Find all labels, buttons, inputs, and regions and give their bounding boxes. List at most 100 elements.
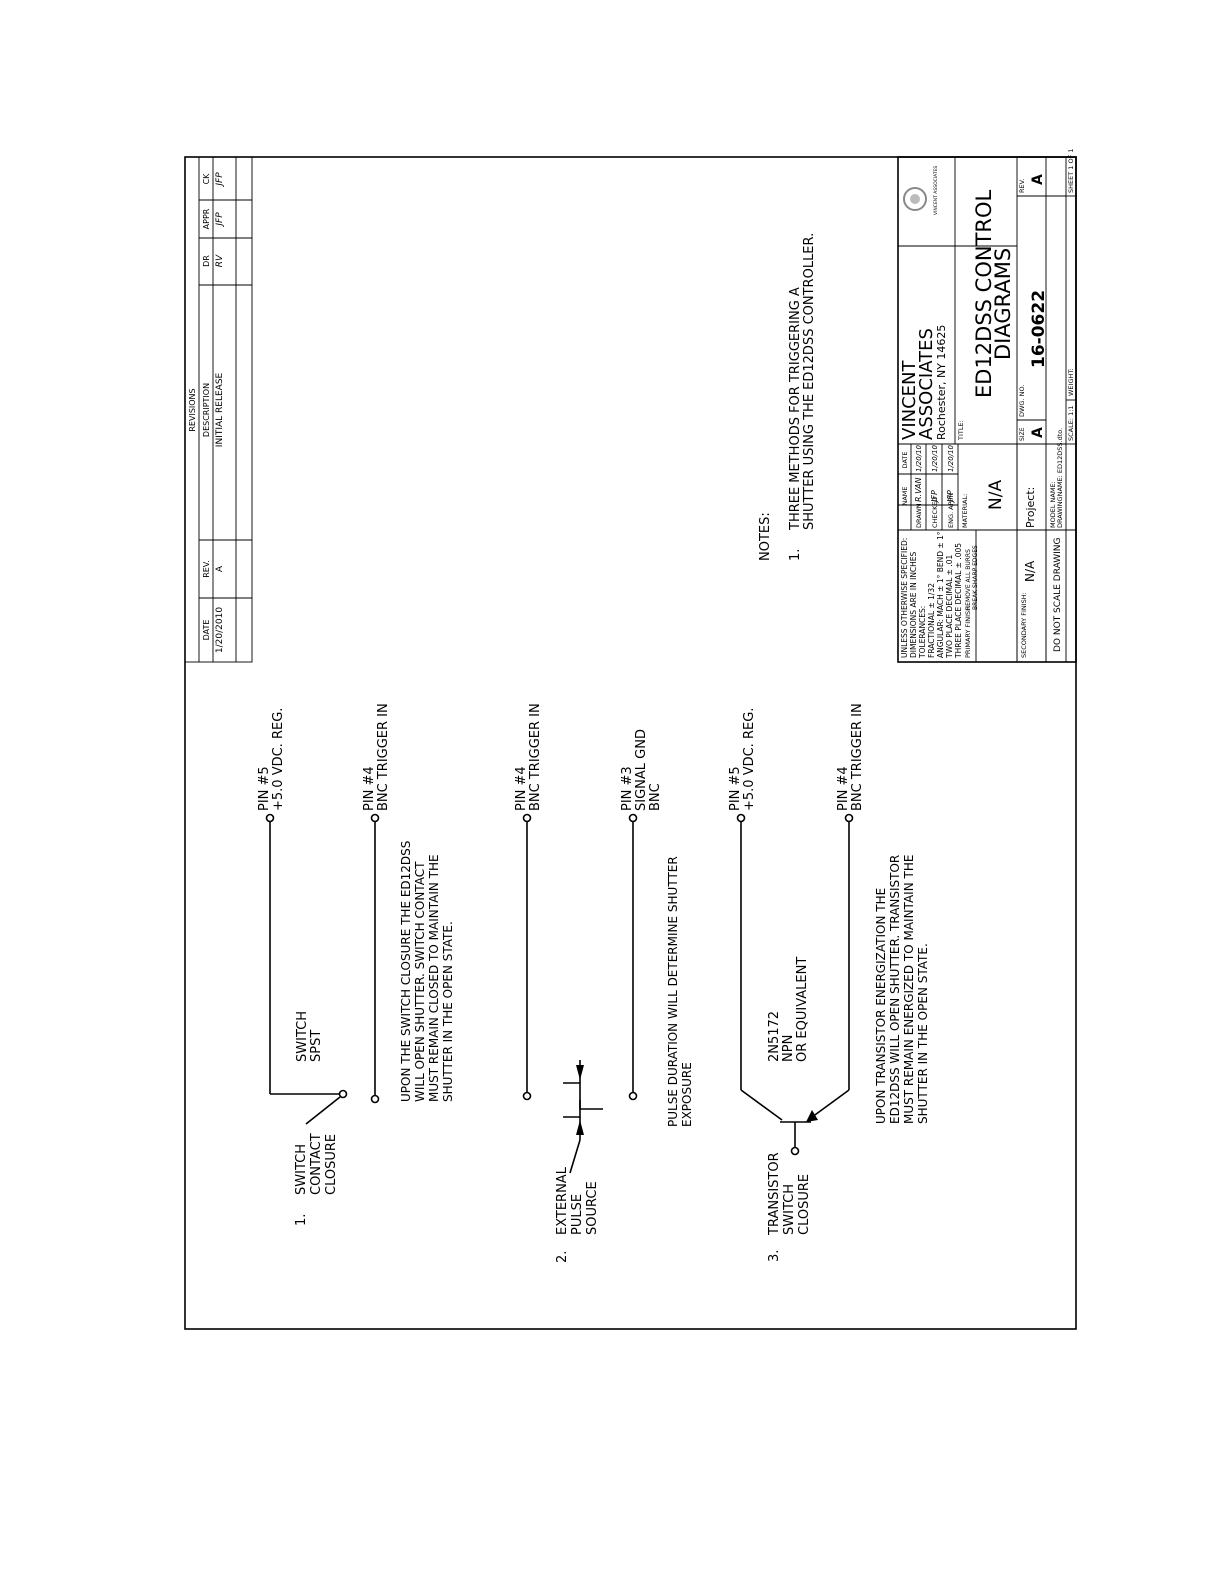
pin-label-3a-line-2: +5.0 VDC. REG.: [742, 708, 757, 811]
diagram-3-note-line-2: ED12DSS WILL OPEN SHUTTER. TRANSISTOR: [888, 855, 902, 1124]
note-1-line-1: THREE METHODS FOR TRIGGERING A: [788, 287, 803, 531]
pin-label-3b-line-2: BNC TRIGGER IN: [850, 703, 865, 811]
signoff-checked-role: CHECKED: [931, 497, 939, 528]
switch-contact-2: [370, 1094, 380, 1104]
pulse-source-leader: [569, 1139, 581, 1174]
tolerance-line-4: FRACTIONAL ± 1/32: [927, 583, 936, 658]
size-label: SIZE: [1019, 427, 1026, 441]
dwg-no-label: DWG. NO.: [1018, 385, 1026, 417]
npn-transistor-symbol: [780, 1121, 811, 1156]
company-city: Rochester, NY 14625: [935, 325, 948, 440]
diagram-switch-contact-closure: 1. SWITCH CONTACT CLOSURE SWITCH SPST PI…: [257, 703, 455, 1226]
diagram-3-number: 3.: [767, 1250, 782, 1262]
signoff-eng-appr-name: JFP: [946, 490, 955, 504]
pin-label-2b-line-3: BNC: [648, 783, 663, 811]
revisions-col-rev: REV.: [202, 560, 211, 578]
pin-4-terminal: [370, 813, 380, 823]
tolerance-line-1: UNLESS OTHERWISE SPECIFIED:: [900, 538, 909, 658]
revisions-col-date: DATE: [202, 620, 211, 641]
component-transistor-line-2: NPN: [781, 1035, 796, 1062]
logo-text: VINCENT ASSOCIATES: [933, 166, 939, 215]
component-transistor-line-1: 2N5172: [767, 1011, 782, 1062]
pin-5-terminal-3: [736, 813, 746, 823]
pin-label-1b-line-2: BNC TRIGGER IN: [376, 703, 391, 811]
pulse-symbol: [563, 1060, 603, 1174]
pin-5-terminal: [265, 813, 275, 823]
diagram-1-note-line-1: UPON THE SWITCH CLOSURE THE ED12DSS: [399, 841, 413, 1102]
notes-section: NOTES: 1. THREE METHODS FOR TRIGGERING A…: [758, 233, 817, 561]
revisions-col-dr: DR: [202, 255, 211, 267]
diagram-2-title-line-2: PULSE: [570, 1194, 585, 1235]
revisions-col-appr: APPR: [202, 208, 211, 229]
tolerance-line-5: ANGULAR: MACH ± 1° BEND ± 1°: [936, 531, 945, 658]
signoff-col-date: DATE: [901, 452, 909, 469]
component-switch-line-2: SPST: [309, 1030, 324, 1062]
secondary-finish-label: SECONDARY FINISH:: [1020, 592, 1028, 658]
revision-date: 1/20/2010: [215, 607, 225, 653]
pin-label-2a-line-1: PIN #4: [514, 766, 529, 811]
model-name-label: MODEL NAME:: [1049, 481, 1057, 528]
signoff-drawn-date: 1/20/10: [915, 444, 923, 472]
signoff-col-name: NAME: [901, 486, 909, 505]
project-label: Project:: [1024, 487, 1037, 528]
signoff-checked-date: 1/20/10: [931, 444, 939, 472]
diagram-3-title-line-2: SWITCH: [782, 1184, 797, 1235]
primary-finish-label: PRIMARY FINISH:: [964, 604, 972, 658]
revision-ck: JFP: [215, 172, 225, 188]
revisions-block: REVISIONS DATE REV. DESCRIPTION DR APPR …: [184, 156, 253, 663]
diagram-1-note-line-2: WILL OPEN SHUTTER. SWITCH CONTACT: [413, 861, 427, 1102]
diagram-transistor-switch-closure: 3. TRANSISTOR SWITCH CLOSURE 2N5172 NPN …: [728, 703, 930, 1262]
company-logo: VINCENT ASSOCIATES: [903, 166, 939, 215]
revision-appr: JFP: [215, 212, 225, 228]
pin-label-1a-line-1: PIN #5: [257, 766, 272, 811]
pin-label-2a-line-2: BNC TRIGGER IN: [528, 703, 543, 811]
material-label: MATERIAL:: [961, 494, 969, 528]
component-switch-line-1: SWITCH: [295, 1011, 310, 1062]
drawing-border: [184, 156, 1077, 1330]
pin-label-3b-line-1: PIN #4: [836, 766, 851, 811]
diagram-3-note-line-3: MUST REMAIN ENERGIZED TO MAINTAIN THE: [902, 855, 916, 1124]
diagram-1-note-line-3: MUST REMAIN CLOSED TO MAINTAIN THE: [427, 854, 441, 1102]
diagram-1-title-line-1: SWITCH: [294, 1144, 309, 1195]
signoff-checked-name: JFP: [930, 490, 939, 504]
component-transistor-line-3: OR EQUIVALENT: [795, 957, 810, 1062]
diagram-1-title-line-2: CONTACT: [309, 1133, 324, 1195]
pin-label-1b-line-1: PIN #4: [362, 766, 377, 811]
revisions-header: REVISIONS: [188, 388, 197, 431]
revision-rev: A: [215, 565, 225, 572]
diagram-1-title-line-3: CLOSURE: [324, 1134, 339, 1195]
tolerance-line-2: DIMENSIONS ARE IN INCHES: [909, 551, 918, 658]
revision-description: INITIAL RELEASE: [215, 372, 225, 447]
do-not-scale-note: DO NOT SCALE DRAWING: [1053, 537, 1063, 652]
title-block: UNLESS OTHERWISE SPECIFIED: DIMENSIONS A…: [897, 148, 1077, 663]
diagram-2-number: 2.: [555, 1251, 570, 1263]
diagram-1-note-line-4: SHUTTER IN THE OPEN STATE.: [441, 921, 455, 1102]
dwg-no-value: 16-0622: [1029, 290, 1049, 368]
secondary-finish-value: N/A: [1023, 560, 1037, 582]
primary-finish-line-1: REMOVE ALL BURRS: [965, 549, 972, 610]
drawing-title-line-2: DIAGRAMS: [991, 248, 1015, 360]
tolerance-line-7: THREE PLACE DECIMAL ± .005: [954, 543, 963, 659]
diagram-3-title-line-3: CLOSURE: [797, 1174, 812, 1235]
note-1-line-2: SHUTTER USING THE ED12DSS CONTROLLER.: [802, 233, 817, 530]
tolerance-line-3: TOLERANCES:: [918, 606, 927, 659]
revisions-col-ck: CK: [202, 173, 211, 185]
sheet-text: SHEET 1 OF 1: [1067, 148, 1075, 193]
material-value: N/A: [986, 480, 1006, 510]
note-1-number: 1.: [788, 549, 803, 561]
pin-label-2b-line-2: SIGNAL GND: [634, 729, 649, 811]
diagram-3-note-line-1: UPON TRANSISTOR ENERGIZATION THE: [874, 888, 888, 1124]
tolerance-line-6: TWO PLACE DECIMAL ± .01: [945, 555, 954, 659]
signoff-eng-appr-date: 1/20/10: [947, 444, 955, 472]
diagram-3-note-line-4: SHUTTER IN THE OPEN STATE.: [916, 943, 930, 1124]
switch-contact-1: [338, 1089, 348, 1099]
notes-heading: NOTES:: [758, 512, 773, 561]
revisions-col-description: DESCRIPTION: [202, 383, 211, 437]
pin-label-1a-line-2: +5.0 VDC. REG.: [271, 708, 286, 811]
diagram-2-title-line-1: EXTERNAL: [555, 1166, 570, 1235]
signoff-drawn-role: DRAWN: [915, 503, 923, 528]
rev-value: A: [1030, 174, 1046, 185]
title-label: TITLE:: [957, 420, 965, 441]
